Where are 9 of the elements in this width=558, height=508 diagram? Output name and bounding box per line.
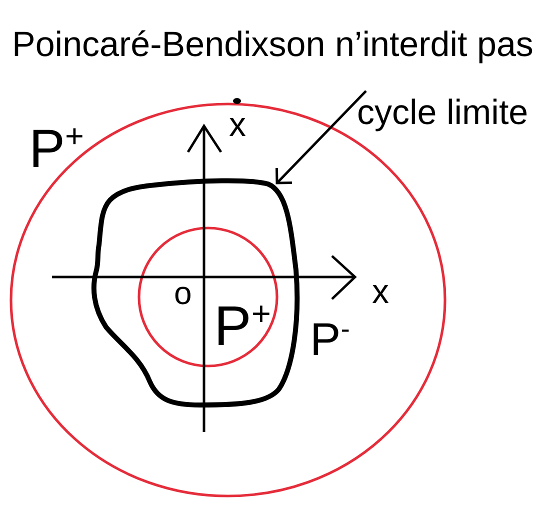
leader-arrow <box>276 90 367 184</box>
region-label: P$^{-}$ <box>310 312 350 367</box>
axis-label: x <box>372 272 389 314</box>
title: Poincaré-Bendixson n’interdit pas <box>12 24 534 66</box>
axis-label: x <box>229 105 246 146</box>
region-label: P$^{+}$ <box>29 117 84 181</box>
callout-label: cycle limite <box>357 91 528 135</box>
region-label: P$^{+}$ <box>214 292 271 359</box>
origin-label: o <box>174 274 192 314</box>
